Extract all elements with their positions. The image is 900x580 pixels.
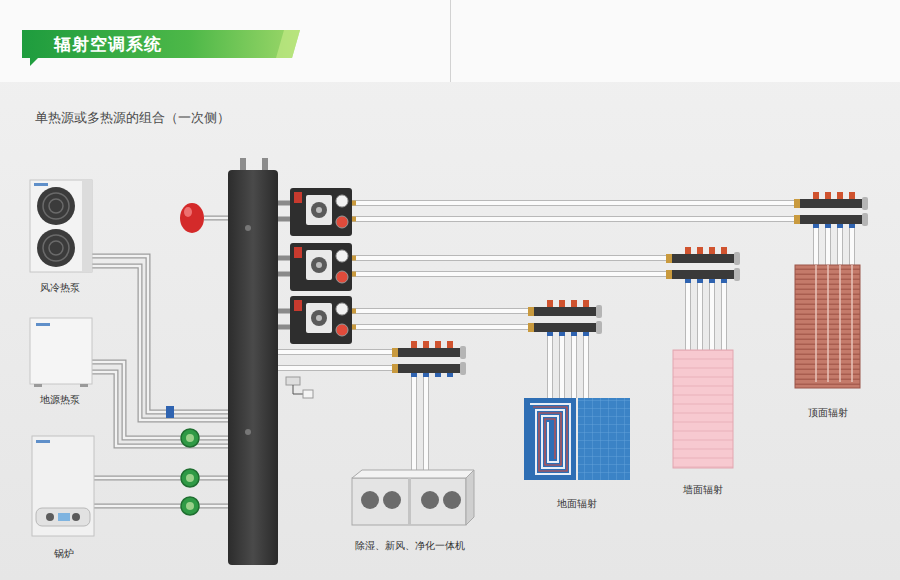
circulation-pumps-part xyxy=(181,469,199,487)
air-heat-pump-part xyxy=(43,193,69,219)
title-banner xyxy=(22,30,300,66)
primary-pipes-part xyxy=(92,218,228,506)
fresh-air-unit xyxy=(352,470,474,525)
floor-panels-part xyxy=(578,398,630,480)
device-label: 锅炉 xyxy=(54,548,74,560)
circulation-pumps xyxy=(166,406,199,515)
air-heat-pump-part xyxy=(49,241,63,255)
fresh-air-unit-part xyxy=(352,470,474,478)
title-banner-part xyxy=(22,30,300,66)
device-figure: 地面辐射 xyxy=(518,394,636,510)
gas-boiler-part xyxy=(46,513,54,521)
device-figure: 顶面辐射 xyxy=(788,261,868,419)
title-slot: 辐射空调系统 xyxy=(54,33,162,55)
manifolds-part xyxy=(666,247,740,283)
ceiling-panel-part xyxy=(816,265,852,382)
air-heat-pump-part xyxy=(37,229,75,267)
gas-boiler-part xyxy=(36,508,90,526)
circulation-pumps-part xyxy=(166,406,174,418)
air-heat-pump xyxy=(30,180,92,272)
circulation-pumps-part xyxy=(181,497,199,515)
label-slot: 单热源或多热源的组合（一次侧） xyxy=(35,110,230,126)
device-label: 地源热泵 xyxy=(40,394,80,406)
mixing-stations-part xyxy=(278,243,356,291)
ground-heat-pump-part xyxy=(30,318,92,384)
ground-heat-pump-part xyxy=(34,384,42,387)
expansion-vessel-part xyxy=(184,207,192,217)
gas-boiler-part xyxy=(36,440,50,443)
buffer-tank-part xyxy=(245,429,251,435)
floor-panels-part xyxy=(530,404,570,474)
air-heat-pump-part xyxy=(30,180,92,272)
air-heat-pump-part xyxy=(37,187,75,225)
device-figure: 风冷热泵 xyxy=(20,176,100,294)
temperature-sensor-part xyxy=(293,385,303,394)
title-banner-part xyxy=(276,30,300,58)
expansion-vessel xyxy=(180,203,204,233)
page-title: 辐射空调系统 xyxy=(54,33,162,55)
fresh-air-unit-part xyxy=(408,478,411,525)
buffer-tank-part xyxy=(262,158,268,171)
mixing-stations-part xyxy=(278,188,356,236)
gas-boiler-part xyxy=(72,513,80,521)
gas-boiler-part xyxy=(32,436,94,536)
manifolds-part xyxy=(528,300,602,336)
primary-pipes-part xyxy=(92,218,228,506)
fresh-air-unit-part xyxy=(352,478,466,525)
device-figure: 地源热泵 xyxy=(20,314,100,406)
floor-panels-part xyxy=(533,407,567,471)
expansion-vessel-part xyxy=(180,203,204,233)
temperature-sensor xyxy=(286,377,313,398)
device-label: 风冷热泵 xyxy=(40,282,80,294)
device-figure: 墙面辐射 xyxy=(662,346,744,496)
manifolds-part xyxy=(392,341,466,377)
device-label: 顶面辐射 xyxy=(808,407,848,419)
circulation-pumps-part xyxy=(181,429,199,447)
mixing-stations-part xyxy=(278,296,356,344)
buffer-tank-part xyxy=(240,158,246,171)
buffer-tank-part xyxy=(228,170,278,565)
gas-boiler-part xyxy=(58,513,70,521)
fresh-air-unit-part xyxy=(443,491,461,509)
floor-panels-part xyxy=(524,398,576,480)
subtitle-label: 单热源或多热源的组合（一次侧） xyxy=(35,110,230,126)
mixing-stations xyxy=(278,188,356,344)
buffer-tank xyxy=(228,158,278,565)
device-figure: 除湿、新风、净化一体机 xyxy=(340,466,480,552)
wall-panel xyxy=(673,350,733,468)
wall-panel-part xyxy=(673,350,733,468)
ground-heat-pump-part xyxy=(36,323,50,326)
air-heat-pump-part xyxy=(43,235,69,261)
fresh-air-unit-part xyxy=(383,491,401,509)
device-label: 地面辐射 xyxy=(557,498,597,510)
air-heat-pump-part xyxy=(82,180,92,272)
fresh-air-unit-part xyxy=(361,491,379,509)
air-heat-pump-part xyxy=(49,199,63,213)
device-label: 除湿、新风、净化一体机 xyxy=(355,540,465,552)
device-figure: 锅炉 xyxy=(22,432,106,560)
floor-panels xyxy=(524,398,630,480)
manifolds-part xyxy=(794,192,868,228)
temperature-sensor-part xyxy=(286,377,300,385)
air-heat-pump-part xyxy=(34,183,48,186)
ceiling-panel xyxy=(795,265,860,388)
header-band xyxy=(0,0,900,82)
gas-boiler xyxy=(32,436,94,536)
fresh-air-unit-part xyxy=(421,491,439,509)
buffer-tank-part xyxy=(245,225,251,231)
fresh-air-unit-part xyxy=(466,470,474,525)
device-label: 墙面辐射 xyxy=(683,484,723,496)
primary-pipes xyxy=(92,218,228,506)
ceiling-panel-part xyxy=(795,265,860,388)
temperature-sensor-part xyxy=(303,390,313,398)
ground-heat-pump-part xyxy=(80,384,88,387)
page-fold xyxy=(450,0,451,82)
ground-heat-pump xyxy=(30,318,92,387)
